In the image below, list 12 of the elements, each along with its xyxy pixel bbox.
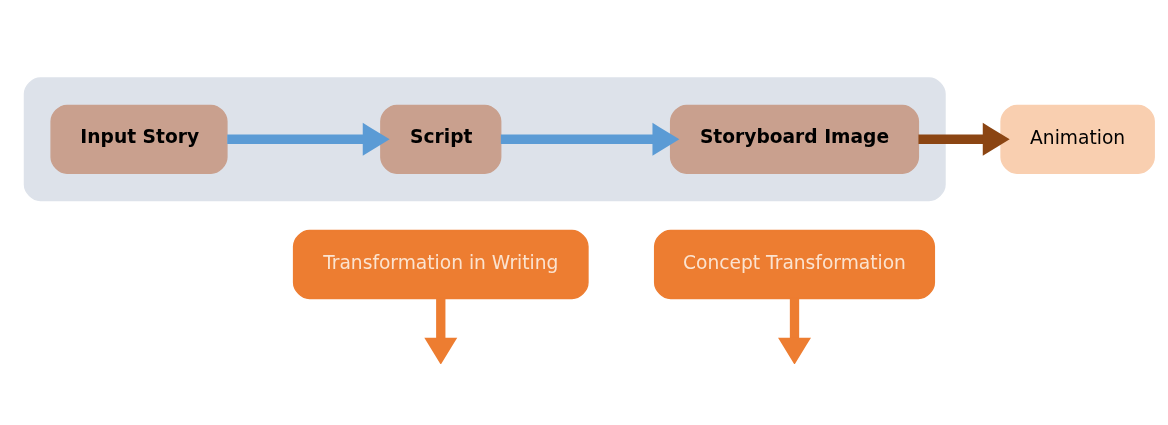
node-box: Storyboard Image: [669, 104, 920, 174]
arrow: [500, 122, 680, 156]
node-box: Animation: [1000, 104, 1155, 174]
arrow: [918, 122, 1010, 156]
node-box: Input Story: [50, 104, 228, 174]
arrow: [227, 122, 390, 156]
node-box: Transformation in Writing: [292, 229, 589, 299]
arrow: [778, 298, 811, 364]
arrow: [424, 298, 458, 364]
node-box: Concept Transformation: [653, 229, 936, 299]
node-box: Script: [380, 104, 502, 174]
cluster: [23, 76, 946, 201]
